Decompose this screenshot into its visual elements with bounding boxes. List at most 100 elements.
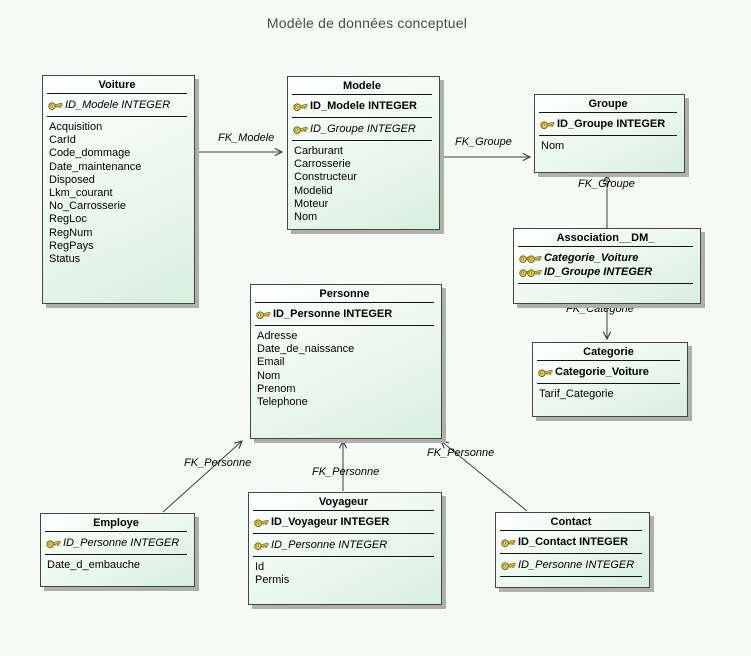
key-attribute-row: Categorie_Voiture: [519, 251, 693, 265]
diagram-title: Modèle de données conceptuel: [266, 15, 468, 31]
attribute: Lkm_courant: [49, 187, 113, 200]
identifier-group: ID_Personne INTEGER: [255, 303, 434, 326]
entity-title: Personne: [255, 285, 434, 303]
identifier-group: ID_Groupe INTEGER: [539, 113, 677, 136]
attribute-list: Carburant Carrosserie Constructeur Model…: [288, 141, 439, 226]
entity-contact[interactable]: Contact ID_Contact INTEGER ID_Personne I…: [495, 512, 650, 588]
identifier-group: ID_Contact INTEGER: [500, 531, 642, 554]
key-text: Categorie_Voiture: [544, 252, 639, 264]
key-attribute-row: Categorie_Voiture: [538, 365, 680, 379]
entity-categorie[interactable]: Categorie Categorie_Voiture Tarif_Catego…: [532, 342, 688, 417]
double-key-icon: [526, 265, 543, 279]
entity-voyageur[interactable]: Voyageur ID_Voyageur INTEGER ID_Personne…: [248, 492, 442, 605]
attribute: Nom: [294, 211, 318, 224]
key-icon: [253, 538, 270, 552]
identifier-group: ID_Voyageur INTEGER: [253, 511, 434, 534]
attribute: RegNum: [49, 226, 93, 239]
entity-title: Voyageur: [253, 493, 434, 511]
attribute: Acquisition: [49, 121, 103, 133]
identifier-group: ID_Modele INTEGER: [47, 94, 187, 117]
relation-label-fk-personne-voyageur[interactable]: FK_Personne: [312, 466, 380, 478]
relation-label-fk-categorie[interactable]: FK_Categorie: [566, 303, 634, 315]
entity-title: Employe: [45, 514, 187, 532]
key-icon: [292, 99, 309, 113]
key-icon: [537, 365, 554, 379]
attribute: Modelid: [294, 184, 333, 197]
entity-title: Modele: [292, 77, 432, 95]
attribute-list: Acquisition CarId Code_dommage Date_main…: [43, 117, 194, 268]
key-text: ID_Personne INTEGER: [63, 537, 180, 549]
relation-label-fk-personne-employe[interactable]: FK_Personne: [184, 457, 252, 469]
attribute: Constructeur: [294, 171, 357, 184]
attribute-list: Date_d_embauche: [41, 555, 194, 574]
key-text: ID_Voyageur INTEGER: [271, 516, 390, 528]
attribute: Status: [49, 253, 81, 266]
key-attribute-row: ID_Personne INTEGER: [501, 558, 642, 572]
key-icon: [253, 515, 270, 529]
key-text: ID_Personne INTEGER: [271, 539, 388, 551]
key-attribute-row: ID_Groupe INTEGER: [540, 117, 677, 131]
identifier-group: Categorie_Voiture ID_Groupe INTEGER: [518, 247, 693, 284]
attribute: Date_d_embauche: [47, 559, 140, 571]
attribute: RegPays: [49, 239, 94, 252]
attribute: No_Carrosserie: [49, 200, 127, 213]
key-icon: [500, 535, 517, 549]
key-attribute-row: ID_Personne INTEGER: [256, 307, 434, 321]
entity-title: Contact: [500, 513, 642, 531]
entity-title: Voiture: [47, 76, 187, 94]
identifier-group: ID_Personne INTEGER: [253, 534, 434, 557]
entity-voiture[interactable]: Voiture ID_Modele INTEGER Acquisition Ca…: [42, 75, 195, 304]
attribute-list: Tarif_Categorie: [533, 384, 687, 403]
key-icon: [539, 117, 556, 131]
attribute: Nom: [257, 369, 281, 382]
attribute: Carburant: [294, 145, 343, 157]
relation-label-fk-modele[interactable]: FK_Modele: [218, 132, 275, 144]
entity-title: Groupe: [539, 95, 677, 113]
attribute: Id: [255, 561, 265, 573]
key-text: ID_Modele INTEGER: [65, 99, 171, 111]
entity-modele[interactable]: Modele ID_Modele INTEGER ID_Groupe INTEG…: [287, 76, 440, 230]
entity-association-dm[interactable]: Association__DM_ Categorie_Voiture ID_Gr…: [513, 228, 701, 304]
attribute: Code_dommage: [49, 147, 131, 160]
key-attribute-row: ID_Contact INTEGER: [501, 535, 642, 549]
relation-label-fk-groupe-2[interactable]: FK_Groupe: [578, 178, 635, 190]
identifier-group: Categorie_Voiture: [537, 361, 680, 384]
entity-groupe[interactable]: Groupe ID_Groupe INTEGER Nom: [534, 94, 685, 173]
key-attribute-row: ID_Personne INTEGER: [46, 536, 187, 550]
relation-label-fk-personne-contact[interactable]: FK_Personne: [427, 447, 495, 459]
key-attribute-row: ID_Personne INTEGER: [254, 538, 434, 552]
key-icon: [292, 122, 309, 136]
attribute: Date_de_naissance: [257, 343, 355, 356]
key-text: ID_Groupe INTEGER: [557, 118, 666, 130]
attribute-list: Nom: [535, 136, 684, 155]
attribute: RegLoc: [49, 213, 87, 226]
key-text: Categorie_Voiture: [555, 366, 649, 378]
identifier-group: ID_Groupe INTEGER: [292, 118, 432, 141]
key-attribute-row: ID_Groupe INTEGER: [519, 265, 693, 279]
attribute: Moteur: [294, 197, 329, 210]
identifier-group: ID_Modele INTEGER: [292, 95, 432, 118]
attribute: Nom: [541, 140, 565, 152]
attribute: Email: [257, 356, 285, 369]
key-icon: [47, 98, 64, 112]
attribute-list: Adresse Date_de_naissance Email Nom Pren…: [251, 326, 441, 411]
entity-employe[interactable]: Employe ID_Personne INTEGER Date_d_embau…: [40, 513, 195, 587]
key-attribute-row: ID_Modele INTEGER: [293, 99, 432, 113]
attribute-list: Id Permis: [249, 557, 441, 589]
key-attribute-row: ID_Groupe INTEGER: [293, 122, 432, 136]
key-icon: [45, 536, 62, 550]
attribute: CarId: [49, 134, 76, 147]
key-icon: [255, 307, 272, 321]
key-text: ID_Contact INTEGER: [518, 536, 629, 548]
attribute: Tarif_Categorie: [539, 388, 614, 400]
key-attribute-row: ID_Modele INTEGER: [48, 98, 187, 112]
relation-line-employe-personne[interactable]: [162, 441, 242, 513]
key-text: ID_Groupe INTEGER: [544, 266, 653, 278]
entity-personne[interactable]: Personne ID_Personne INTEGER Adresse Dat…: [250, 284, 442, 439]
attribute: Disposed: [49, 173, 95, 186]
identifier-group: ID_Personne INTEGER: [45, 532, 187, 555]
attribute: Carrosserie: [294, 158, 351, 171]
entity-title: Categorie: [537, 343, 680, 361]
relation-label-fk-groupe[interactable]: FK_Groupe: [455, 136, 512, 148]
